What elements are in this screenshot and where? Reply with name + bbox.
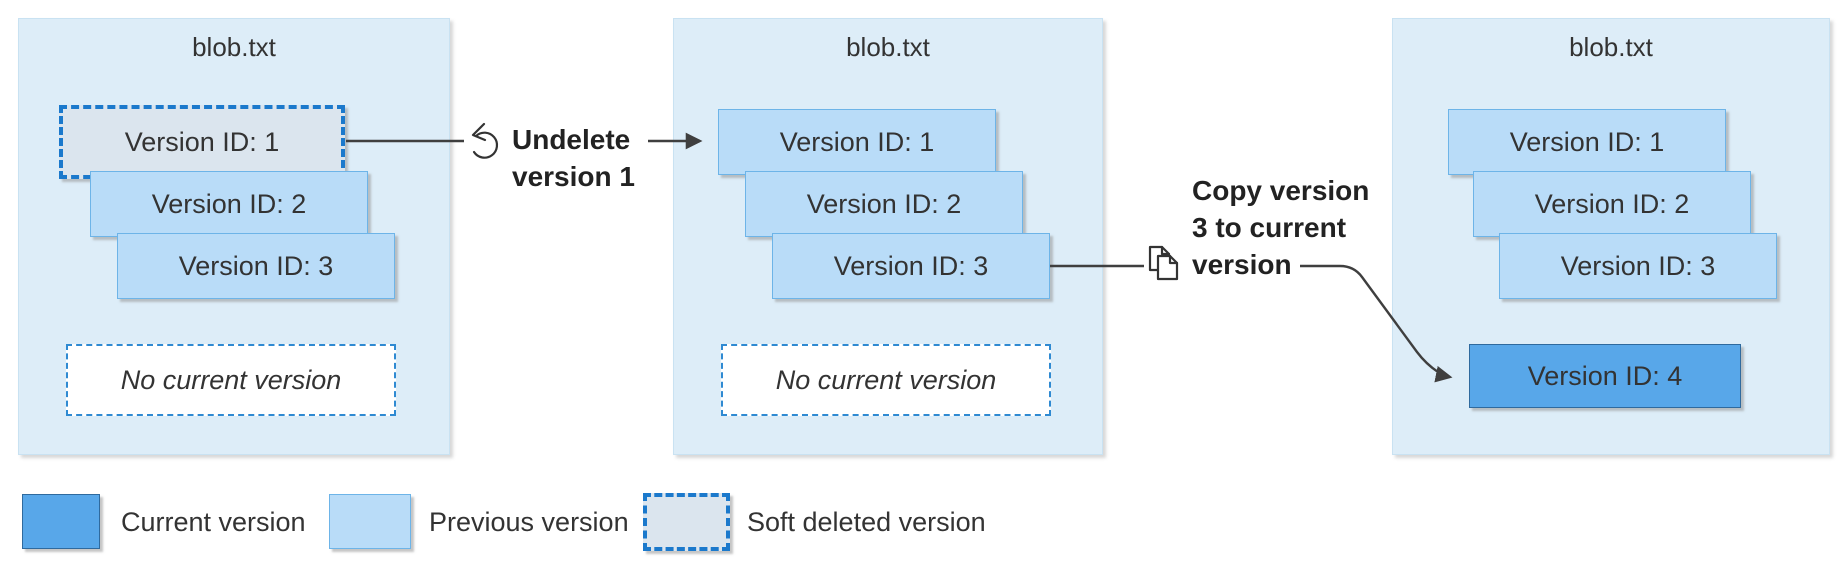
copy-icon (1148, 245, 1179, 281)
no-current-version-box: No current version (66, 344, 396, 416)
undelete-action-label: Undelete version 1 (512, 124, 635, 192)
version-label: Version ID: 1 (1509, 126, 1665, 157)
version-box-previous: Version ID: 3 (117, 233, 395, 299)
version-box-previous: Version ID: 3 (772, 233, 1050, 299)
version-label: Version ID: 1 (779, 126, 935, 157)
undo-icon (471, 122, 499, 159)
version-label: Version ID: 2 (151, 188, 307, 219)
blob-panel-2: blob.txt Version ID: 1 Version ID: 2 Ver… (673, 18, 1103, 455)
version-label: Version ID: 2 (806, 188, 962, 219)
legend-swatch-current-version (22, 494, 100, 549)
version-box-previous: Version ID: 2 (1473, 171, 1751, 237)
legend-swatch-soft-deleted-inner (643, 493, 730, 551)
version-box-previous: Version ID: 2 (745, 171, 1023, 237)
blob-panel-3: blob.txt Version ID: 1 Version ID: 2 Ver… (1392, 18, 1830, 455)
no-current-version-label: No current version (775, 364, 997, 395)
blob-title: blob.txt (192, 32, 276, 62)
legend-label-soft-deleted-version: Soft deleted version (747, 507, 986, 537)
copy-action-label: Copy version 3 to current version (1192, 175, 1370, 280)
blob-panel-1: blob.txt Version ID: 1 Version ID: 2 Ver… (18, 18, 450, 455)
version-box-previous: Version ID: 3 (1499, 233, 1777, 299)
version-label: Version ID: 2 (1534, 188, 1690, 219)
version-label: Version ID: 1 (124, 126, 280, 157)
version-label: Version ID: 3 (1560, 250, 1716, 281)
blob-title: blob.txt (1569, 32, 1653, 62)
no-current-version-box: No current version (721, 344, 1051, 416)
version-box-soft-deleted: Version ID: 1 (59, 105, 345, 179)
version-box-soft-deleted-inner: Version ID: 1 (59, 105, 345, 179)
legend-label-previous-version: Previous version (429, 507, 629, 537)
blob-title: blob.txt (846, 32, 930, 62)
legend-swatch-soft-deleted-version (643, 493, 730, 551)
version-box-current: Version ID: 4 (1469, 344, 1741, 408)
legend-label-current-version: Current version (121, 507, 306, 537)
version-label: Version ID: 3 (178, 250, 334, 281)
version-box-previous: Version ID: 1 (1448, 109, 1726, 175)
version-box-previous: Version ID: 1 (718, 109, 996, 175)
legend-swatch-previous-version (329, 494, 411, 549)
version-box-previous: Version ID: 2 (90, 171, 368, 237)
no-current-version-label: No current version (120, 364, 342, 395)
version-label: Version ID: 3 (833, 250, 989, 281)
version-label: Version ID: 4 (1527, 360, 1683, 391)
